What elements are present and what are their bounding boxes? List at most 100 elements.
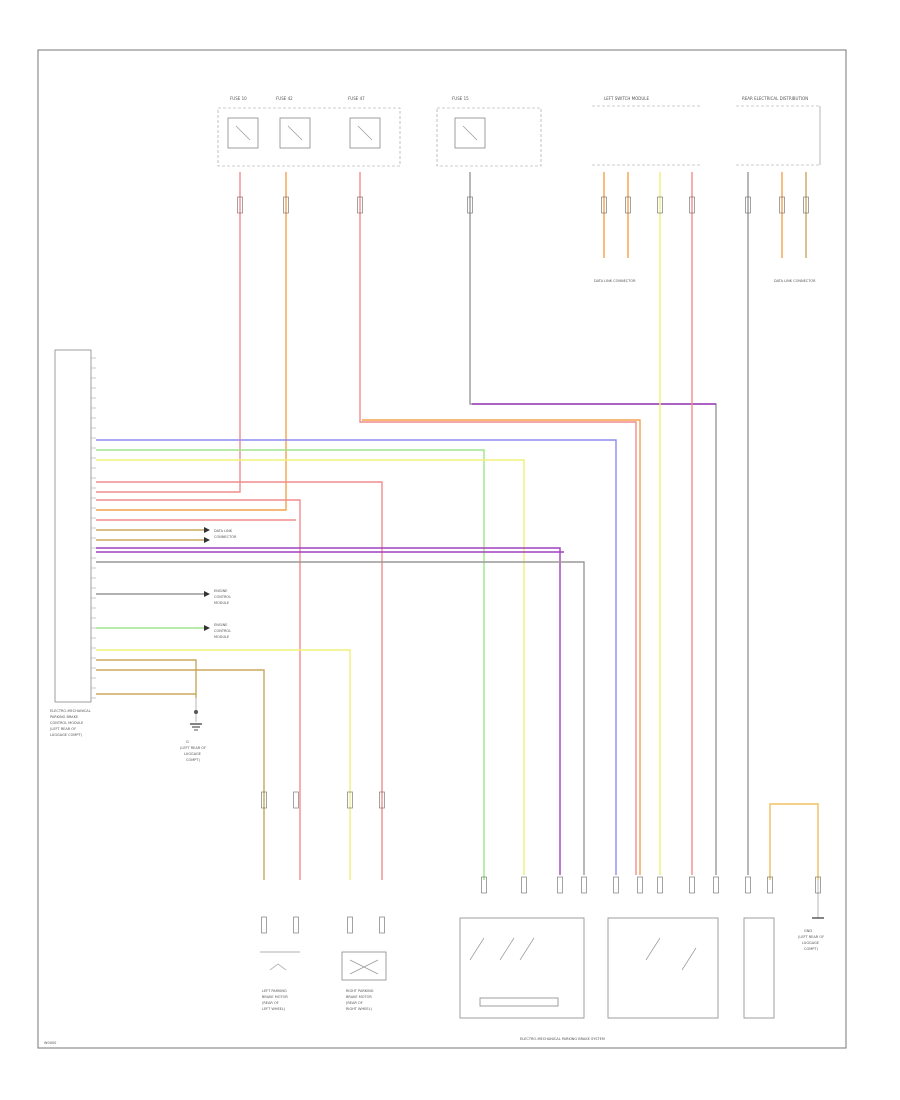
- connector-marker: [379, 916, 385, 934]
- bottom-caption: ELECTRO-MECHANICAL PARKING BRAKE SYSTEM: [520, 1037, 605, 1041]
- diagram-frame: [37, 49, 847, 1049]
- top-connector-labels: DATA LINK CONNECTOR DATA LINK CONNECTOR: [594, 279, 816, 283]
- module-label-line-2: PARKING BRAKE: [50, 715, 78, 719]
- left-motor-label-2: BRAKE MOTOR: [262, 995, 288, 999]
- branch-label-2c: MODULE: [214, 601, 229, 605]
- branch-label-1b: CONNECTOR: [214, 535, 237, 539]
- branch-labels: DATA LINK CONNECTOR ENGINE CONTROL MODUL…: [204, 527, 237, 639]
- connector-marker: [657, 876, 663, 894]
- connector-marker: [347, 791, 353, 809]
- left-motor-label-1: LEFT PARKING: [262, 989, 287, 993]
- wire-orange-1: [96, 172, 287, 511]
- wire-red-4: [96, 481, 383, 880]
- left-motor-label-4: LEFT WHEEL): [262, 1007, 286, 1011]
- connector-marker: [713, 876, 719, 894]
- connector-marker: [601, 196, 607, 214]
- connector-marker: [689, 876, 695, 894]
- connector-marker: [293, 916, 299, 934]
- rear-distribution-bottom: GND (LEFT REAR OF LUGGAGE COMPT): [743, 880, 824, 1019]
- left-parking-brake-motor: LEFT PARKING BRAKE MOTOR (REAR OF LEFT W…: [260, 951, 300, 1011]
- rear-distribution-block: REAR ELECTRICAL DISTRIBUTION: [736, 96, 821, 166]
- wire-red-2: [359, 172, 637, 875]
- connector-markers: [237, 196, 821, 934]
- connector-marker: [379, 791, 385, 809]
- connector-marker: [347, 916, 353, 934]
- wire-violet-2: [96, 547, 561, 875]
- module-ground: G (LEFT REAR OF LUGGAGE COMPT): [180, 698, 206, 762]
- branch-label-1a: DATA LINK: [214, 529, 233, 533]
- module-pins: [91, 357, 96, 699]
- connector-marker: [745, 196, 751, 214]
- data-link-label-right: DATA LINK CONNECTOR: [774, 279, 816, 283]
- connector-marker: [745, 876, 751, 894]
- ground-label-4: COMPT): [186, 758, 200, 762]
- fuse-label-1: FUSE 10: [230, 96, 247, 101]
- connector-marker: [261, 916, 267, 934]
- left-switch-module-label: LEFT SWITCH MODULE: [604, 96, 649, 101]
- connector-marker: [481, 876, 487, 894]
- data-link-label-left: DATA LINK CONNECTOR: [594, 279, 636, 283]
- module-label-line-3: CONTROL MODULE: [50, 721, 83, 725]
- wire-gray-3: [96, 561, 585, 875]
- gnd-right-label-1: GND: [804, 929, 812, 933]
- branch-label-2b: CONTROL: [214, 595, 231, 599]
- wire-yellow-4: [769, 803, 819, 880]
- fuse-label-4: FUSE 15: [452, 96, 469, 101]
- connector-marker: [689, 196, 695, 214]
- connector-marker: [557, 876, 563, 894]
- connector-marker: [237, 196, 243, 214]
- wire-red-1: [96, 172, 241, 493]
- wire-green-1: [96, 449, 485, 880]
- right-parking-brake-motor: RIGHT PARKING BRAKE MOTOR (REAR OF RIGHT…: [341, 951, 387, 1011]
- connector-marker: [293, 791, 299, 809]
- switch-module-bottom: [607, 917, 719, 1019]
- gnd-right-label-4: COMPT): [804, 947, 818, 951]
- control-module: ELECTRO-MECHANICAL PARKING BRAKE CONTROL…: [50, 349, 96, 737]
- connector-marker: [261, 791, 267, 809]
- wires: [96, 172, 819, 880]
- branch-label-3c: MODULE: [214, 635, 229, 639]
- connector-marker: [815, 876, 821, 894]
- fuse-block-1: FUSE 10 FUSE 42 FUSE 47: [217, 96, 401, 167]
- fuse-label-3: FUSE 47: [348, 96, 365, 101]
- left-switch-module-block: LEFT SWITCH MODULE: [592, 96, 700, 166]
- footer-id: W0000: [44, 1041, 56, 1045]
- right-motor-label-3: (REAR OF: [346, 1001, 363, 1005]
- wire-blue: [96, 439, 617, 875]
- right-motor-label-1: RIGHT PARKING: [346, 989, 374, 993]
- wire-orange-2: [362, 419, 641, 875]
- connector-marker: [779, 196, 785, 214]
- connector-marker: [283, 196, 289, 214]
- wire-gray-1: [469, 172, 717, 875]
- connector-marker: [803, 196, 809, 214]
- ground-label-1: G: [186, 740, 189, 744]
- branch-label-3b: CONTROL: [214, 629, 231, 633]
- rear-distribution-label: REAR ELECTRICAL DISTRIBUTION: [742, 96, 808, 101]
- wire-yellow-3: [96, 649, 351, 880]
- module-label-line-5: LUGGAGE COMPT): [50, 733, 83, 737]
- module-label-line-4: (LEFT REAR OF: [50, 727, 76, 731]
- connector-marker: [637, 876, 643, 894]
- fuse-label-2: FUSE 42: [276, 96, 293, 101]
- wire-red-5: [96, 499, 301, 880]
- wire-yellow-2: [96, 459, 525, 875]
- gnd-right-label-2: (LEFT REAR OF: [798, 935, 824, 939]
- ground-label-3: LUGGAGE: [184, 752, 201, 756]
- connector-marker: [467, 196, 473, 214]
- fuse-block-2: FUSE 15: [436, 96, 542, 167]
- ground-label-2: (LEFT REAR OF: [180, 746, 206, 750]
- connector-marker: [625, 196, 631, 214]
- right-motor-label-4: RIGHT WHEEL): [346, 1007, 373, 1011]
- connector-marker: [613, 876, 619, 894]
- connector-marker: [581, 876, 587, 894]
- wire-tan-5: [96, 669, 265, 880]
- gnd-right-label-3: LUGGAGE: [802, 941, 819, 945]
- ground-splice-icon: [194, 710, 198, 714]
- right-motor-label-2: BRAKE MOTOR: [346, 995, 372, 999]
- connector-marker: [767, 876, 773, 894]
- branch-label-2a: ENGINE: [214, 589, 227, 593]
- parking-brake-button: [459, 917, 585, 1019]
- connector-marker: [521, 876, 527, 894]
- wire-tan-4: [96, 659, 197, 698]
